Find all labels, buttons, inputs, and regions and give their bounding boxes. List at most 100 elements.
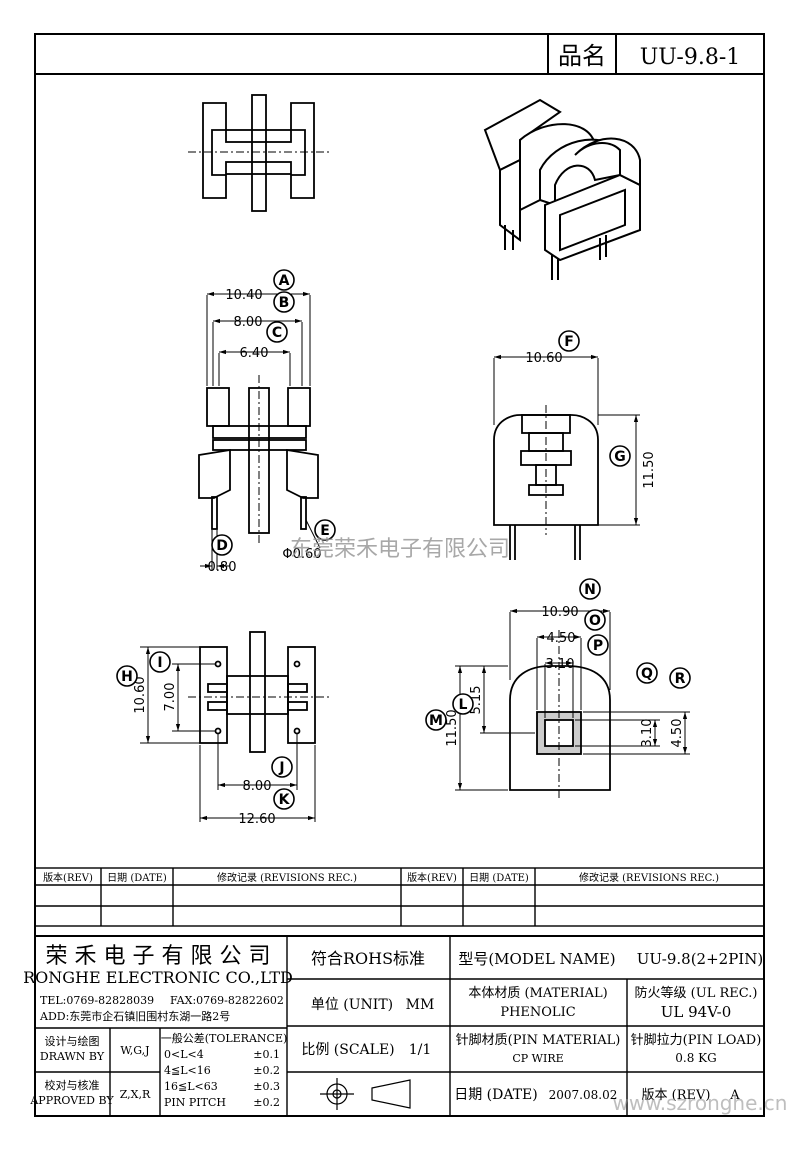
front-view (198, 375, 319, 545)
revision-value: A (729, 1088, 740, 1103)
date-label: 日期 (DATE) (454, 1087, 538, 1103)
side-view-dimensions (493, 354, 640, 526)
tolerance-value: ±0.2 (253, 1064, 280, 1077)
callout-circle-b (273, 291, 295, 313)
side-view (493, 405, 599, 560)
dim-o-value: 4.50 (547, 631, 576, 646)
callout-label-a: A (279, 273, 290, 289)
tolerance-range: PIN PITCH (164, 1096, 226, 1109)
dim-m-value: 11.50 (445, 709, 460, 746)
callout-circle-l (452, 693, 474, 715)
approved-by-label-cn: 校对与核准 (45, 1078, 100, 1092)
callout-circle-a (273, 269, 295, 291)
callout-label-k: K (279, 792, 291, 808)
company-name-en: RONGHE ELECTRONIC CO.,LTD (23, 968, 293, 987)
dim-r-value: 4.50 (670, 719, 685, 748)
dim-e-value: Φ0.60 (282, 547, 321, 562)
drawn-by-label-en: DRAWN BY (40, 1050, 105, 1063)
fire-rating-value: UL 94V-0 (661, 1003, 732, 1021)
callout-label-i: I (157, 655, 162, 671)
callout-circle-d (211, 534, 233, 556)
unit-value: MM (406, 997, 435, 1013)
date-header-1: 日期 (DATE) (107, 872, 167, 884)
dim-k-value: 12.60 (238, 812, 275, 827)
date-value: 2007.08.02 (549, 1088, 618, 1102)
company-fax: FAX:0769-82822602 (170, 994, 284, 1007)
material-value: PHENOLIC (500, 1005, 575, 1020)
callout-circle-c (266, 321, 288, 343)
callout-label-b: B (279, 295, 290, 311)
pin-load-value: 0.8 KG (675, 1051, 716, 1065)
callout-circle-q (636, 662, 658, 684)
callout-label-o: O (589, 613, 601, 629)
top-view (188, 94, 330, 212)
callout-label-g: G (614, 449, 626, 465)
part-header: 品名 UU-9.8-1 (35, 34, 764, 75)
rohs-compliance: 符合ROHS标准 (311, 949, 425, 968)
pin-material-label: 针脚材质(PIN MATERIAL) (456, 1032, 621, 1048)
rev-header-1: 版本(REV) (43, 871, 93, 884)
callout-label-e: E (320, 523, 330, 539)
projection-symbol-icon (320, 1078, 411, 1110)
dim-p-value: 3.10 (546, 657, 575, 672)
tolerance-value: ±0.2 (253, 1096, 280, 1109)
callout-label-r: R (675, 671, 686, 687)
fire-rating-label: 防火等级 (UL REC.) (635, 985, 758, 1001)
revision-label: 版本 (REV) (642, 1088, 711, 1103)
watermark-text: 东莞荣禾电子有限公司 (290, 537, 510, 562)
drawn-by-value: W,G,J (120, 1044, 149, 1057)
scale-label: 比例 (SCALE) (301, 1042, 394, 1058)
callout-label-m: M (429, 713, 443, 729)
company-address: ADD:东莞市企石镇旧围村东湖一路2号 (39, 1009, 230, 1023)
end-view-dimensions (455, 608, 690, 791)
drawn-by-label-cn: 设计与绘图 (45, 1034, 100, 1048)
callout-label-p: P (593, 638, 603, 654)
pin-material-value: CP WIRE (512, 1052, 563, 1065)
dim-j-value: 8.00 (243, 779, 272, 794)
tolerance-title: 一般公差(TOLERANCE) (161, 1031, 288, 1045)
callout-label-l: L (459, 697, 468, 713)
bottom-view-dimensions (140, 646, 316, 822)
approved-by-label-en: APPROVED BY (29, 1094, 114, 1107)
pin-load-label: 针脚拉力(PIN LOAD) (631, 1032, 762, 1048)
callout-circle-r (669, 667, 691, 689)
callout-circle-n (579, 578, 601, 600)
model-label: 型号(MODEL NAME) (458, 950, 615, 968)
callout-label-h: H (121, 669, 133, 685)
callout-circle-f (558, 330, 580, 352)
callout-circle-i (149, 651, 171, 673)
callout-circle-p (587, 634, 609, 656)
unit-label: 单位 (UNIT) (311, 997, 393, 1013)
company-name-cn: 荣 禾 电 子 有 限 公 司 (46, 944, 271, 969)
callout-circle-o (584, 609, 606, 631)
tolerance-value: ±0.1 (253, 1048, 280, 1061)
dim-h-value: 10.60 (133, 676, 148, 713)
part-label: 品名 (558, 42, 606, 70)
tolerance-range: 16≦L<63 (164, 1080, 218, 1093)
dim-q-value: 3.10 (640, 719, 655, 748)
rec-header-2: 修改记录 (REVISIONS REC.) (579, 871, 719, 884)
model-value: UU-9.8(2+2PIN) (637, 950, 763, 968)
dim-a-value: 10.40 (225, 288, 262, 303)
watermark-url: www.szronghe.cn (613, 1091, 788, 1115)
callout-circle-g (609, 445, 631, 467)
callout-label-f: F (564, 334, 574, 350)
dim-c-value: 6.40 (240, 346, 269, 361)
dim-g-value: 11.50 (642, 451, 657, 488)
callout-circle-e (314, 519, 336, 541)
callout-circle-m (425, 709, 447, 731)
date-header-2: 日期 (DATE) (469, 872, 529, 884)
part-number: UU-9.8-1 (640, 45, 741, 70)
end-view (509, 630, 611, 800)
material-label: 本体材质 (MATERIAL) (468, 986, 607, 1001)
isometric-view (483, 98, 641, 280)
callout-label-q: Q (641, 666, 653, 682)
callout-circle-k (273, 788, 295, 810)
callout-label-n: N (584, 582, 596, 598)
dim-f-value: 10.60 (525, 351, 562, 366)
approved-by-value: Z,X,R (120, 1088, 151, 1101)
dim-b-value: 8.00 (234, 315, 263, 330)
title-block (35, 935, 764, 1116)
